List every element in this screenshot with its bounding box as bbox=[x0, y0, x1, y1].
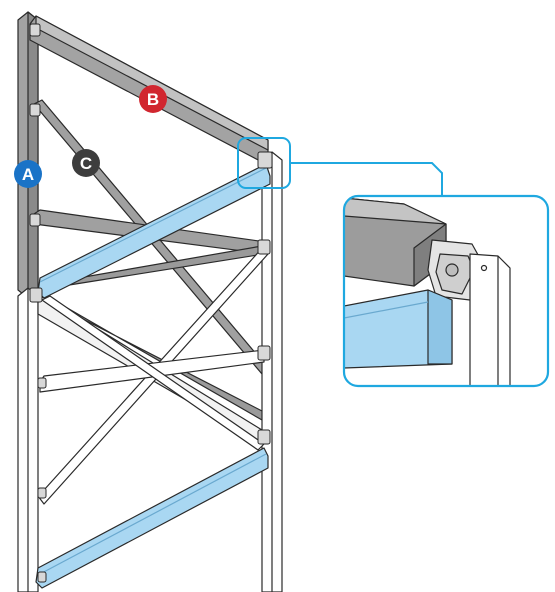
label-b-badge: B bbox=[139, 85, 167, 113]
label-a-circle bbox=[14, 160, 42, 188]
connector-nodes bbox=[29, 23, 273, 583]
label-b-text: B bbox=[147, 90, 159, 109]
label-b-circle bbox=[139, 85, 167, 113]
label-a-badge: A bbox=[14, 160, 42, 188]
callout-link bbox=[237, 137, 443, 196]
label-c-badge: C bbox=[72, 149, 100, 177]
white-lower-section bbox=[17, 151, 283, 592]
lower-blue-beam bbox=[35, 447, 269, 589]
label-c-circle bbox=[72, 149, 100, 177]
label-c-text: C bbox=[80, 154, 92, 173]
detail-frame bbox=[342, 194, 550, 388]
label-a-text: A bbox=[22, 165, 34, 184]
detail-callout bbox=[342, 194, 550, 388]
callout-leader-line bbox=[290, 162, 443, 196]
